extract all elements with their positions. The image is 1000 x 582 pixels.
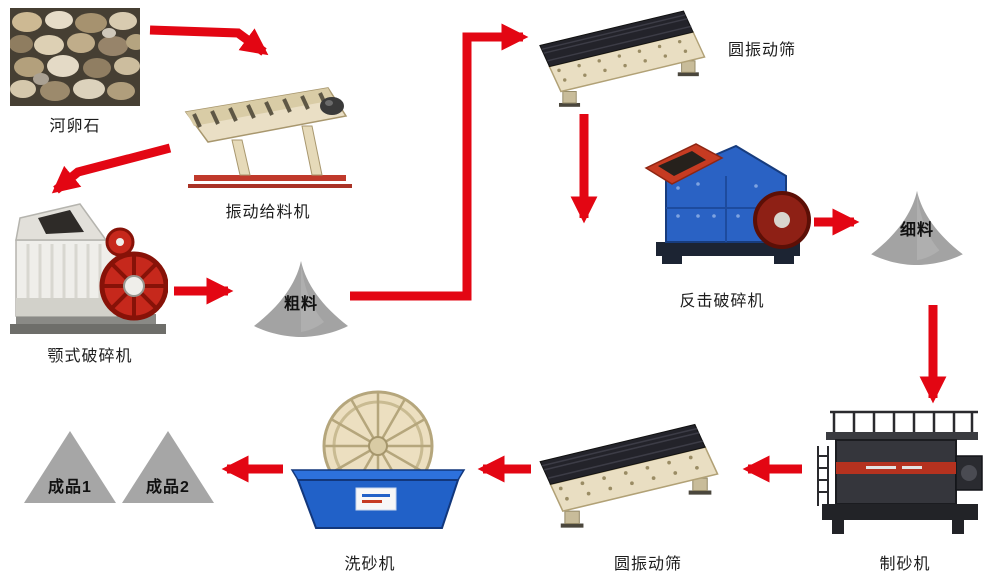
product-1-illustration xyxy=(24,431,116,503)
screen-top-label: 圆振动筛 xyxy=(728,42,797,59)
jaw-crusher-label: 颚式破碎机 xyxy=(47,348,133,365)
vibrating-screen-bottom-illustration xyxy=(539,423,719,528)
fine-material-pile xyxy=(866,188,968,266)
sand-washer-label: 洗砂机 xyxy=(344,556,396,573)
fine-pile-illustration xyxy=(871,190,963,266)
grizzly-bars xyxy=(192,92,328,128)
ladder xyxy=(817,446,829,506)
product-2-illustration xyxy=(122,431,214,503)
product-pile-2 xyxy=(120,427,216,507)
product-pile-1 xyxy=(22,427,118,507)
screen-mesh-lines xyxy=(541,14,692,62)
impact-crusher-label: 反击破碎机 xyxy=(679,293,765,310)
sand-washer xyxy=(286,386,468,532)
sand-making-machine xyxy=(806,398,992,546)
vibrating-screen-bottom xyxy=(536,420,732,528)
arrow-feeder-to-jaw-crusher xyxy=(51,143,172,194)
impact-crusher-illustration xyxy=(644,143,811,264)
platform-railing xyxy=(830,410,978,432)
impact-crusher xyxy=(644,124,812,282)
jaw-crusher xyxy=(8,198,168,340)
vibrating-screen-top-illustration xyxy=(539,10,706,107)
pebbles-illustration xyxy=(10,8,140,106)
screen-mesh-lines xyxy=(542,427,704,479)
jaw-crusher-illustration xyxy=(10,203,168,334)
coarse-pile-illustration xyxy=(254,261,348,337)
feeder-label: 振动给料机 xyxy=(225,204,311,221)
bolt-dots xyxy=(557,39,688,82)
arrow-coarse-to-screen-top xyxy=(350,23,529,301)
sand-maker-label: 制砂机 xyxy=(879,556,931,573)
coarse-pile-label: 粗料 xyxy=(283,296,318,313)
sand-maker-illustration xyxy=(817,410,983,534)
vibrating-screen-top xyxy=(536,6,718,108)
coarse-material-pile xyxy=(250,258,352,338)
pebbles-label: 河卵石 xyxy=(49,118,101,135)
vibrating-feeder-illustration xyxy=(184,87,352,188)
product-2-label: 成品2 xyxy=(146,479,190,496)
screen-bottom-label: 圆振动筛 xyxy=(613,556,682,573)
bolt-dots xyxy=(558,455,699,501)
arrow-pebbles-to-feeder xyxy=(149,25,269,56)
vibrating-feeder xyxy=(180,78,358,193)
fine-pile-label: 细料 xyxy=(899,222,934,239)
pebbles-photo xyxy=(10,8,140,106)
pebble-stones xyxy=(10,11,140,101)
sand-washer-illustration xyxy=(290,390,466,529)
product-1-label: 成品1 xyxy=(48,479,92,496)
